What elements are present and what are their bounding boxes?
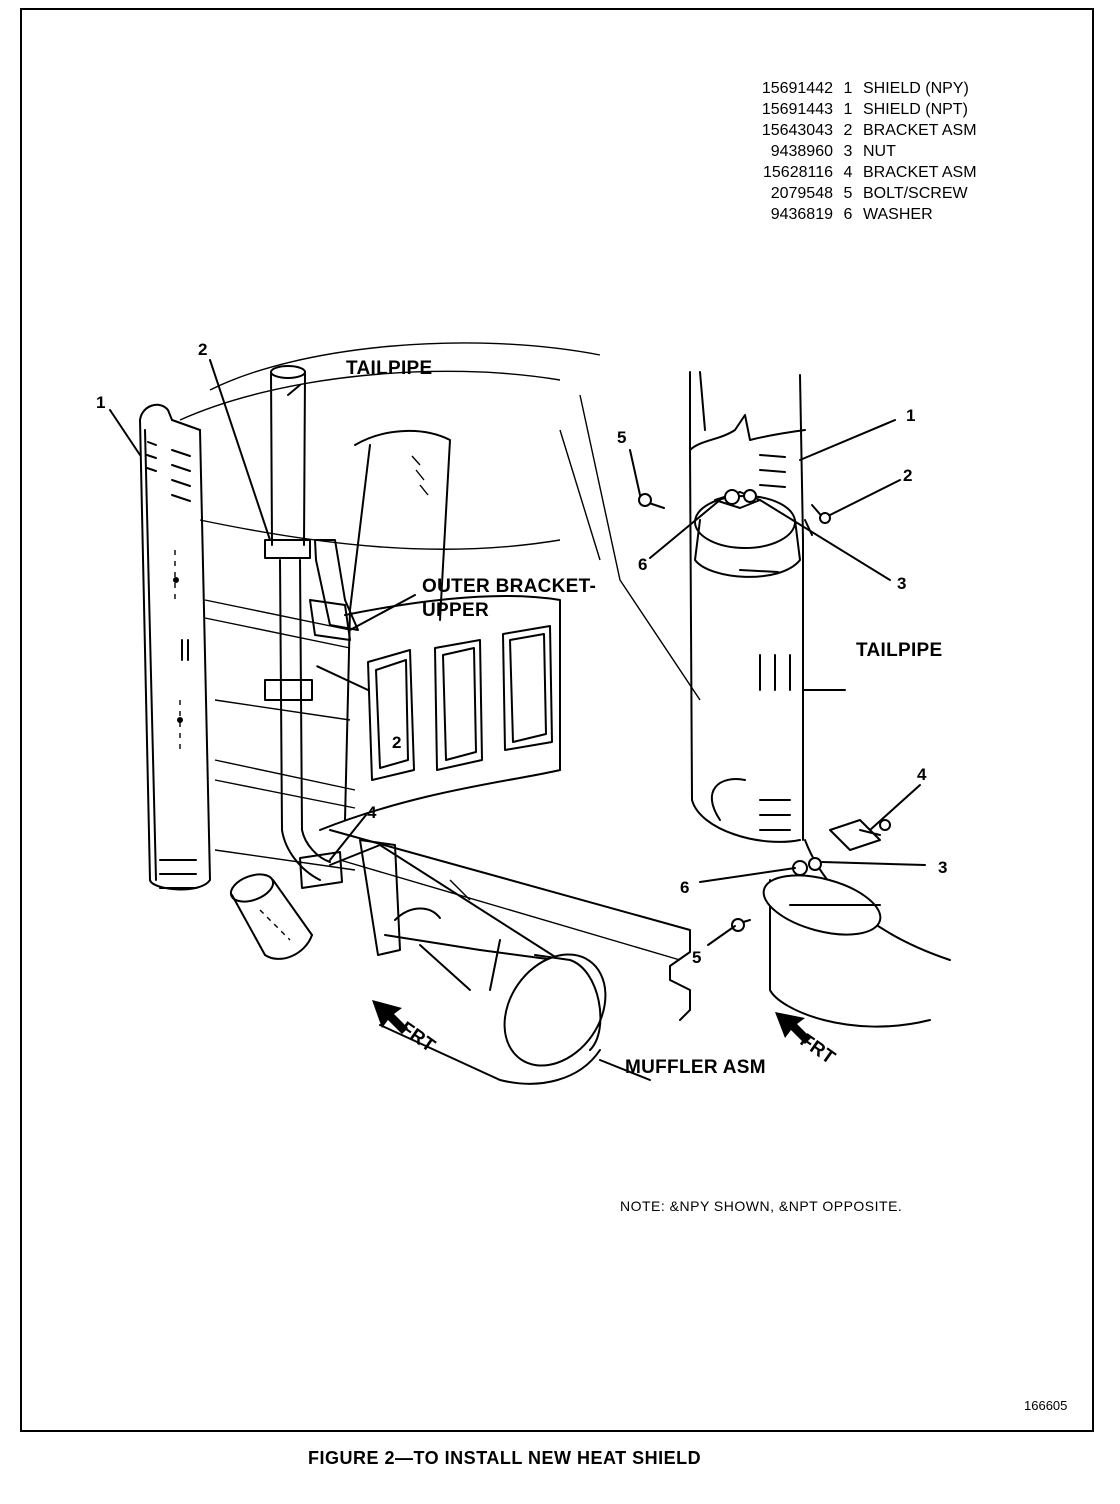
label-outer-bracket-line1: OUTER BRACKET-	[422, 576, 597, 597]
muffler-assembly	[329, 839, 607, 1085]
callout-2-left-upper: 2	[198, 340, 208, 359]
figure-number: 166605	[1024, 1398, 1068, 1413]
heat-shield-right	[689, 371, 806, 843]
callout-3-right-lower: 3	[938, 858, 948, 877]
callout-leader-lines	[109, 359, 926, 1081]
callout-2-left-lower: 2	[392, 733, 402, 752]
callout-1-left: 1	[96, 393, 106, 412]
label-muffler: MUFFLER ASM	[625, 1057, 766, 1078]
frt-arrow-right	[775, 1012, 811, 1044]
callout-2-right: 2	[903, 466, 913, 485]
callout-1-right: 1	[906, 406, 916, 425]
tailpipe-left	[264, 365, 351, 889]
label-outer-bracket-line2: UPPER	[422, 600, 489, 621]
orientation-note: NOTE: &NPY SHOWN, &NPT OPPOSITE.	[620, 1198, 903, 1214]
heat-shield-left	[139, 403, 211, 891]
label-tailpipe-left: TAILPIPE	[346, 358, 433, 379]
callout-4-left: 4	[367, 803, 377, 822]
callout-6-right-upper: 6	[638, 555, 648, 574]
callout-6-right-lower: 6	[680, 878, 690, 897]
label-tailpipe-right: TAILPIPE	[856, 640, 943, 661]
bolt-screw-icons	[638, 493, 891, 932]
pipe-end-piece	[229, 873, 313, 960]
figure-caption: FIGURE 2—TO INSTALL NEW HEAT SHIELD	[308, 1448, 702, 1468]
callout-5-right-upper: 5	[617, 428, 627, 447]
outer-bracket-upper	[314, 539, 359, 631]
tailpipe-right	[694, 489, 951, 1028]
callout-5-right-lower: 5	[692, 948, 702, 967]
callout-4-right: 4	[917, 765, 927, 784]
callout-3-right-upper: 3	[897, 574, 907, 593]
frt-arrow-left	[372, 1000, 408, 1034]
figure-frame	[20, 8, 1094, 1432]
vehicle-body-outline	[179, 342, 701, 1021]
